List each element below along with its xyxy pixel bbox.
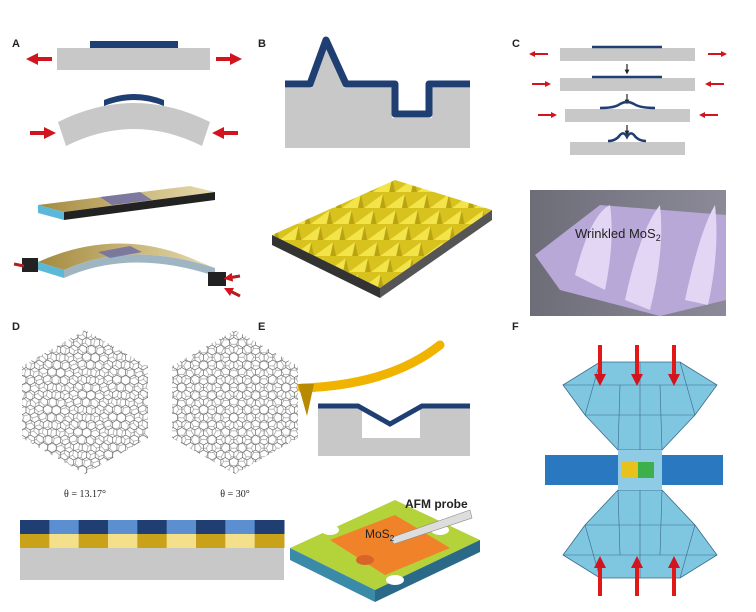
afm-device-3d <box>290 500 480 602</box>
stack-segment <box>20 534 50 548</box>
bent-substrate <box>58 103 210 146</box>
film <box>90 41 178 48</box>
mos2-label: MoS2 <box>365 527 395 543</box>
afm-tip <box>298 384 314 416</box>
stack-segment <box>196 534 226 548</box>
stack-segment <box>166 520 197 534</box>
panel-label-e: E <box>258 321 265 333</box>
panel-label-d: D <box>12 321 20 333</box>
wrinkle-process <box>529 45 727 155</box>
panel-c: C Wrinkled MoS2 <box>512 38 727 316</box>
array-edge <box>380 210 492 298</box>
sem-label: Wrinkled MoS2 <box>575 226 661 243</box>
substrate <box>57 48 210 70</box>
stack-segment <box>225 520 256 534</box>
stack-segment <box>49 520 80 534</box>
stack-segment <box>137 520 168 534</box>
twisted-layer <box>22 330 148 474</box>
angle-label-left: θ = 13.17° <box>64 489 106 500</box>
panel-b: B <box>258 36 492 298</box>
stack-segment <box>78 534 109 548</box>
panel-e: E AFM probe MoS2 <box>258 321 480 602</box>
pressure-arrows <box>594 345 680 596</box>
stack-segment <box>254 520 285 534</box>
pyramid-array-3d <box>272 180 492 288</box>
stack-segment <box>20 520 50 534</box>
stack-segment <box>254 534 285 548</box>
substrate <box>20 548 284 580</box>
patterned-substrate <box>285 47 470 148</box>
panel-f: F <box>512 321 723 596</box>
suspended-film <box>318 403 470 427</box>
sem-image-wrinkled-mos2: Wrinkled MoS2 <box>530 190 726 316</box>
conformal-film <box>285 36 470 118</box>
stack-segment <box>225 534 256 548</box>
stack-segment <box>78 520 109 534</box>
flat-device-3d <box>38 186 215 220</box>
stack-segment <box>166 534 197 548</box>
stack-segment <box>108 520 138 534</box>
stack-segment <box>108 534 138 548</box>
panel-label-b: B <box>258 38 266 50</box>
holey-substrate <box>318 408 470 456</box>
twisted-layer <box>172 330 298 474</box>
panel-d: D θ = 13.17° θ = 30° <box>12 321 298 580</box>
afm-probe-label: AFM probe <box>405 497 468 511</box>
stack-segment <box>137 534 168 548</box>
panel-label-f: F <box>512 321 519 333</box>
angle-label-right: θ = 30° <box>220 489 249 500</box>
panel-label-a: A <box>12 38 20 50</box>
stack-segment <box>196 520 226 534</box>
bent-device-3d <box>13 243 241 298</box>
panel-label-c: C <box>512 38 520 50</box>
layered-heterostructure <box>20 520 285 548</box>
diamond-anvil-cell <box>545 361 723 579</box>
panel-a: A <box>12 38 242 298</box>
stack-segment <box>49 534 80 548</box>
afm-cantilever <box>297 340 445 393</box>
film <box>104 94 164 106</box>
array-edge <box>272 235 380 298</box>
